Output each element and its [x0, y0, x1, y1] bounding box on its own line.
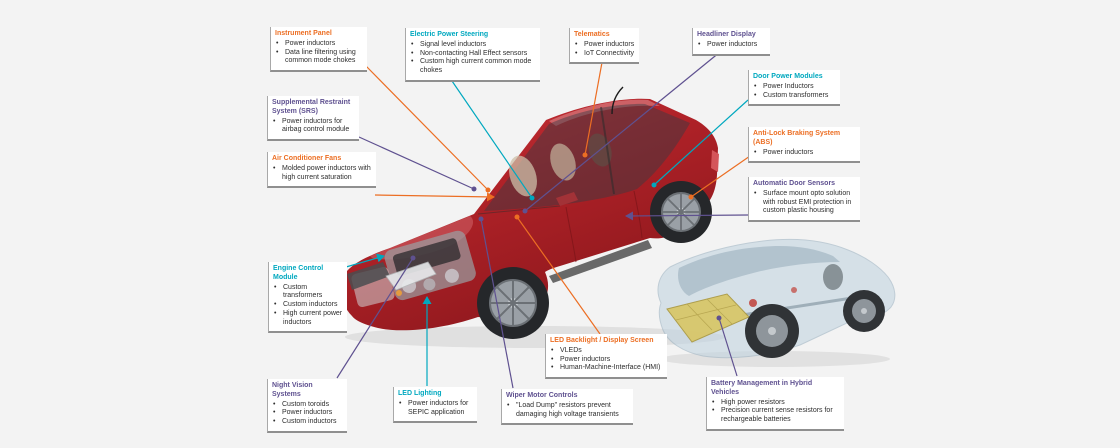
bullet-item: High power resistors	[711, 399, 840, 408]
bullet-item: Custom toroids	[272, 401, 343, 410]
bullet-item: Surface mount opto solution with robust …	[753, 190, 856, 216]
bullet-list: Custom transformers Custom inductors Hig…	[273, 284, 343, 328]
label-title: Headliner Display	[697, 31, 756, 38]
bullet-item: Custom transformers	[753, 92, 836, 101]
label-title: Instrument Panel	[275, 30, 332, 37]
label-title: Telematics	[574, 31, 610, 38]
bullet-list: Power inductors for airbag control modul…	[272, 118, 355, 136]
label-led-lighting: LED Lighting Power inductors for SEPIC a…	[393, 387, 477, 424]
label-title: LED Lighting	[398, 390, 442, 397]
leader-line-electric-power-steering	[451, 80, 535, 201]
bullet-item: Human-Machine-Interface (HMI)	[550, 364, 663, 373]
bullet-item: Power inductors	[753, 149, 856, 158]
bullet-list: Power Inductors Custom transformers	[753, 83, 836, 101]
bullet-list: Power inductors	[753, 149, 856, 158]
leader-line-srs	[358, 136, 477, 192]
bullet-list: Power inductors Data line filtering usin…	[275, 40, 363, 66]
leader-line-headliner-display	[522, 51, 721, 214]
bullet-item: Custom high current common mode chokes	[410, 58, 536, 76]
label-electric-power-steering: Electric Power Steering Signal level ind…	[405, 28, 540, 82]
bullet-item: VLEDs	[550, 347, 663, 356]
bullet-item: Data line filtering using common mode ch…	[275, 49, 363, 67]
bullet-item: Precision current sense resistors for re…	[711, 407, 840, 425]
bullet-list: Signal level inductors Non-contacting Ha…	[410, 41, 536, 76]
leader-line-led-backlight	[514, 214, 601, 335]
leader-line-night-vision-systems	[336, 255, 416, 379]
leader-line-abs	[688, 155, 751, 200]
label-title: Door Power Modules	[753, 73, 823, 80]
label-led-backlight: LED Backlight / Display Screen VLEDs Pow…	[545, 334, 667, 379]
bullet-item: Power inductors for airbag control modul…	[272, 118, 355, 136]
bullet-item: Power Inductors	[753, 83, 836, 92]
bullet-list: Power inductors IoT Connectivity	[574, 41, 635, 59]
bullet-item: Molded power inductors with high current…	[272, 165, 372, 183]
label-title: Air Conditioner Fans	[272, 155, 342, 162]
bullet-item: Non-contacting Hall Effect sensors	[410, 50, 536, 59]
label-instrument-panel: Instrument Panel Power inductors Data li…	[270, 27, 367, 72]
label-title: Wiper Motor Controls	[506, 392, 578, 399]
bullet-item: Custom inductors	[272, 418, 343, 427]
bullet-item: Power inductors	[550, 356, 663, 365]
leader-line-battery-management	[716, 315, 738, 377]
bullet-list: VLEDs Power inductors Human-Machine-Inte…	[550, 347, 663, 373]
leader-line-automatic-door-sensors	[625, 211, 749, 221]
bullet-item: Signal level inductors	[410, 41, 536, 50]
label-automatic-door-sensors: Automatic Door Sensors Surface mount opt…	[748, 177, 860, 222]
label-title: Electric Power Steering	[410, 31, 489, 38]
label-title: Supplemental Restraint System (SRS)	[272, 99, 351, 115]
leader-lines	[336, 51, 751, 389]
bullet-list: Power inductors	[697, 41, 766, 50]
label-title: LED Backlight / Display Screen	[550, 337, 654, 344]
label-abs: Anti-Lock Braking System (ABS) Power ind…	[748, 127, 860, 164]
bullet-item: High current power inductors	[273, 310, 343, 328]
leader-line-telematics	[582, 56, 604, 158]
label-title: Anti-Lock Braking System (ABS)	[753, 130, 841, 146]
bullet-item: Power inductors	[574, 41, 635, 50]
bullet-item: Power inductors for SEPIC application	[398, 400, 473, 418]
bullet-list: Surface mount opto solution with robust …	[753, 190, 856, 216]
bullet-list: "Load Dump" resistors prevent damaging h…	[506, 402, 629, 420]
label-air-conditioner-fans: Air Conditioner Fans Molded power induct…	[267, 152, 376, 189]
bullet-item: IoT Connectivity	[574, 50, 635, 59]
bullet-list: Power inductors for SEPIC application	[398, 400, 473, 418]
label-wiper-motor-controls: Wiper Motor Controls "Load Dump" resisto…	[501, 389, 633, 426]
label-title: Engine Control Module	[273, 265, 324, 281]
label-title: Battery Management in Hybrid Vehicles	[711, 380, 813, 396]
leader-line-door-power-modules	[651, 99, 749, 188]
bullet-item: "Load Dump" resistors prevent damaging h…	[506, 402, 629, 420]
leader-line-engine-control-module	[345, 253, 385, 268]
bullet-list: Molded power inductors with high current…	[272, 165, 372, 183]
car-cutaway-illustration	[341, 86, 725, 348]
label-title: Automatic Door Sensors	[753, 180, 836, 187]
bullet-item: Power inductors	[272, 409, 343, 418]
leader-line-instrument-panel	[365, 65, 491, 193]
label-door-power-modules: Door Power Modules Power Inductors Custo…	[748, 70, 840, 107]
bullet-list: Custom toroids Power inductors Custom in…	[272, 401, 343, 427]
label-telematics: Telematics Power inductors IoT Connectiv…	[569, 28, 639, 65]
bullet-item: Custom transformers	[273, 284, 343, 302]
label-night-vision-systems: Night Vision Systems Custom toroids Powe…	[267, 379, 347, 433]
label-srs: Supplemental Restraint System (SRS) Powe…	[267, 96, 359, 141]
bullet-item: Custom inductors	[273, 301, 343, 310]
bullet-list: High power resistors Precision current s…	[711, 399, 840, 425]
bullet-item: Power inductors	[275, 40, 363, 49]
label-engine-control-module: Engine Control Module Custom transformer…	[268, 262, 347, 334]
bullet-item: Power inductors	[697, 41, 766, 50]
label-title: Night Vision Systems	[272, 382, 313, 398]
label-headliner-display: Headliner Display Power inductors	[692, 28, 770, 56]
hybrid-car-battery-illustration	[657, 238, 896, 367]
label-battery-management: Battery Management in Hybrid Vehicles Hi…	[706, 377, 844, 431]
leader-line-wiper-motor-controls	[478, 216, 514, 389]
leader-line-air-conditioner-fans	[374, 192, 495, 202]
